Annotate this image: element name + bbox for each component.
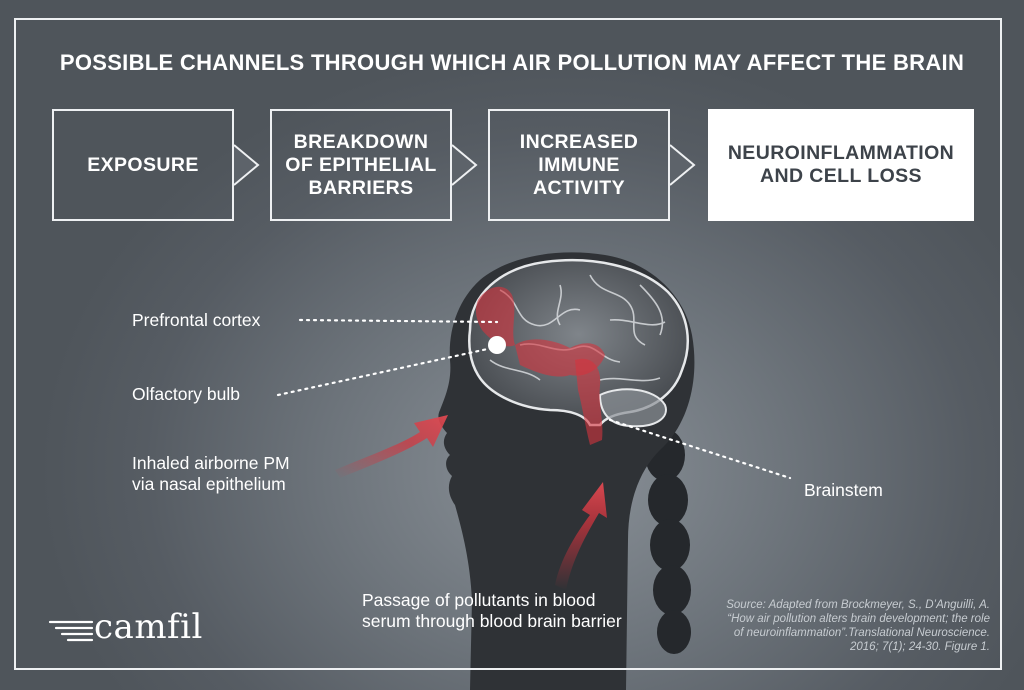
prefrontal-region <box>475 286 515 347</box>
label-olfactory-bulb: Olfactory bulb <box>132 384 240 404</box>
label-brainstem: Brainstem <box>804 480 883 500</box>
source-citation: Source: Adapted from Brockmeyer, S., D’A… <box>726 599 990 653</box>
label-inhaled-pm: Inhaled airborne PM via nasal epithelium <box>132 453 290 494</box>
brainstem-region <box>575 358 603 445</box>
nasal-arrow <box>335 415 448 478</box>
infographic-title: POSSIBLE CHANNELS THROUGH WHICH AIR POLL… <box>59 50 965 75</box>
step-neuroinflammation: NEUROINFLAMMATION AND CELL LOSS <box>708 109 974 221</box>
leader-lines <box>276 318 792 480</box>
label-prefrontal-cortex: Prefrontal cortex <box>132 310 261 330</box>
flow-chevron-icon <box>233 144 260 186</box>
camfil-logo <box>48 620 94 642</box>
step-immune-activity: INCREASED IMMUNE ACTIVITY <box>488 109 670 221</box>
step-exposure: EXPOSURE <box>52 109 234 221</box>
blood-arrow <box>555 482 607 590</box>
highlight-regions <box>475 286 605 445</box>
flow-chevron-icon <box>451 144 478 186</box>
cerebellum <box>598 388 667 428</box>
camfil-logo-text: camfil <box>94 607 203 647</box>
olfactory-dot <box>488 336 506 354</box>
label-blood-passage: Passage of pollutants in blood serum thr… <box>362 590 622 631</box>
step-epithelial-breakdown: BREAKDOWN OF EPITHELIAL BARRIERS <box>270 109 452 221</box>
outer-frame <box>14 18 1002 670</box>
braid <box>645 429 691 654</box>
flow-chevron-icon <box>669 144 696 186</box>
